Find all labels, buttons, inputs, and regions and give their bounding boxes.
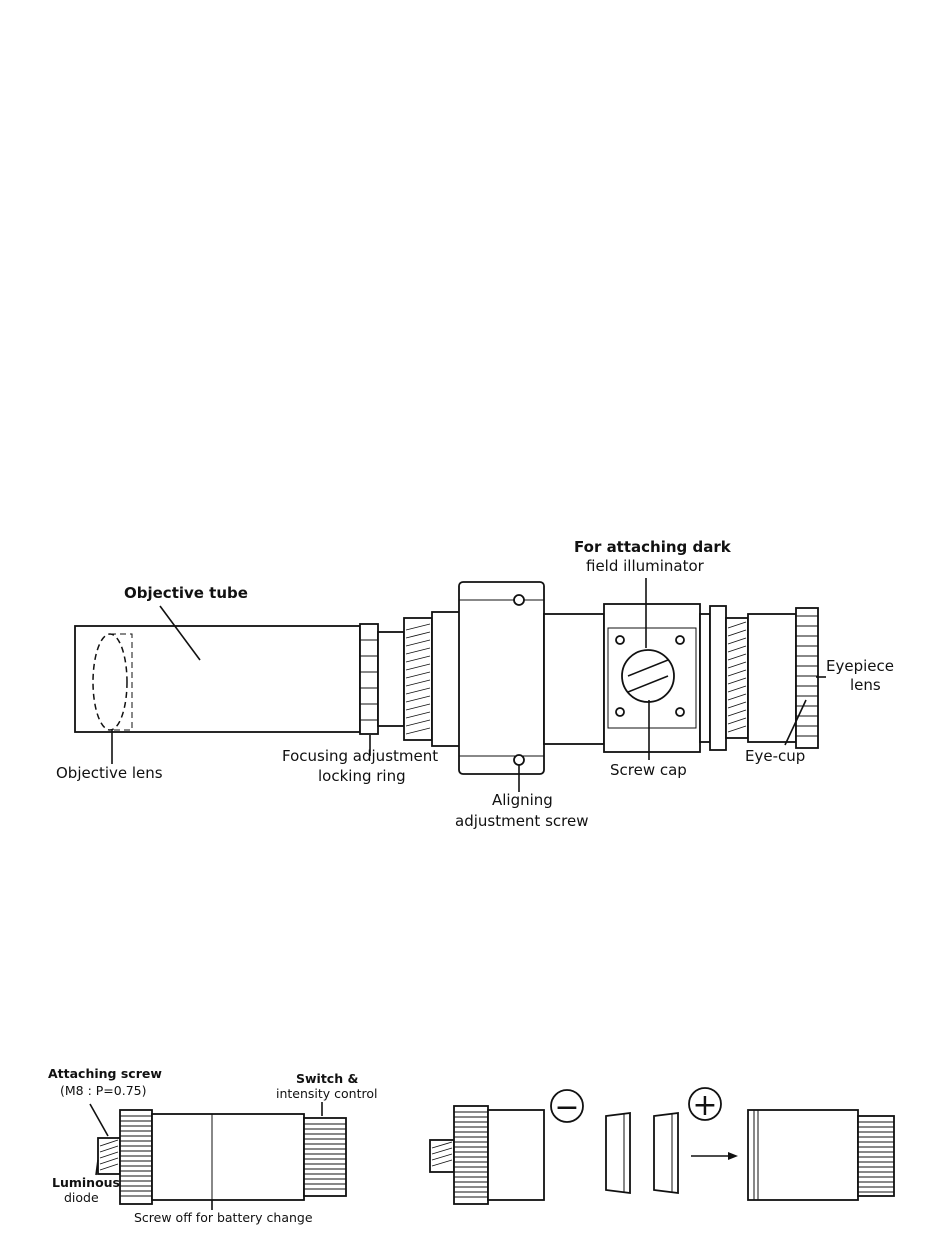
- label-dark-field-2: field illuminator: [586, 557, 705, 575]
- objective-tube: [75, 626, 360, 732]
- focusing-locking-ring: [360, 624, 378, 734]
- minus-symbol: −: [554, 1090, 579, 1125]
- label-switch-2: intensity control: [276, 1086, 378, 1101]
- label-luminous-1: Luminous: [52, 1175, 120, 1190]
- label-screw-off: Screw off for battery change: [134, 1210, 313, 1225]
- screw-cap: [622, 650, 674, 702]
- label-switch-1: Switch &: [296, 1071, 358, 1086]
- label-dark-field-1: For attaching dark: [574, 538, 732, 556]
- label-screw-cap: Screw cap: [610, 761, 687, 779]
- illuminator-body: [152, 1114, 304, 1200]
- battery-change-illustration: − +: [430, 1088, 894, 1204]
- label-attaching-1: Attaching screw: [48, 1066, 162, 1081]
- battery-right-body: [748, 1110, 858, 1200]
- battery-cell-1: [606, 1113, 630, 1193]
- arrow-head: [728, 1152, 738, 1160]
- label-eyepiece-1: Eyepiece: [826, 657, 894, 675]
- label-aligning-2: adjustment screw: [455, 812, 588, 830]
- label-eyepiece-2: lens: [850, 676, 881, 694]
- aligning-screw-top: [514, 595, 524, 605]
- label-objective-tube: Objective tube: [124, 584, 248, 602]
- eye-cup: [796, 608, 818, 748]
- label-luminous-2: diode: [64, 1190, 99, 1205]
- battery-left-grip: [454, 1106, 488, 1204]
- alignment-collar: [459, 582, 544, 774]
- label-attaching-2: (M8 : P=0.75): [60, 1083, 147, 1098]
- label-objective-lens: Objective lens: [56, 764, 163, 782]
- focusing-thread: [378, 612, 460, 746]
- battery-left-body: [488, 1110, 544, 1200]
- eyepiece-body: [748, 614, 796, 742]
- aligning-screw-bottom: [514, 755, 524, 765]
- telescope-assembly: [75, 582, 818, 774]
- label-aligning-1: Aligning: [492, 791, 553, 809]
- middle-tube: [544, 614, 604, 744]
- label-eye-cup: Eye-cup: [745, 747, 805, 765]
- battery-cell-2: [654, 1113, 678, 1193]
- label-focusing-2: locking ring: [318, 767, 406, 785]
- illuminator-left-grip: [120, 1110, 152, 1204]
- label-focusing-1: Focusing adjustment: [282, 747, 438, 765]
- battery-right-grip: [858, 1116, 894, 1196]
- plus-symbol: +: [692, 1088, 717, 1123]
- eyepiece-rings: [700, 606, 748, 750]
- illuminator-assembly: [98, 1110, 346, 1204]
